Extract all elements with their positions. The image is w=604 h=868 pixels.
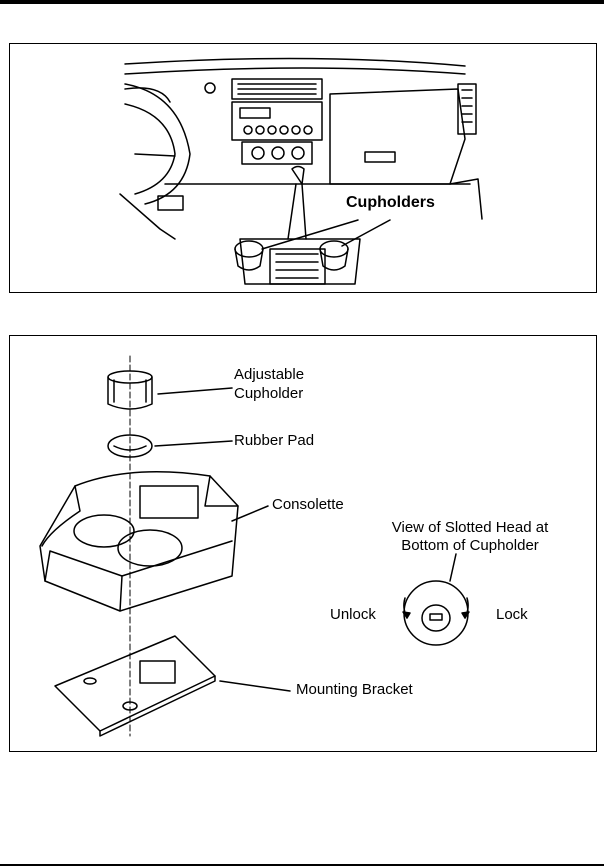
top-rule bbox=[0, 0, 604, 4]
consolette-figure: Adjustable Cupholder Rubber Pad Consolet… bbox=[9, 335, 597, 752]
slotted-head-view-label-line1: View of Slotted Head at bbox=[391, 519, 549, 536]
lock-label: Lock bbox=[496, 606, 528, 623]
left-cupholder bbox=[234, 240, 264, 258]
dashboard-figure: Cupholders bbox=[9, 43, 597, 293]
rubber-pad-label: Rubber Pad bbox=[234, 432, 315, 449]
dashboard-illustration bbox=[119, 57, 483, 285]
adjustable-cupholder-label-line2: Cupholder bbox=[234, 385, 304, 402]
adjustable-cupholder-label-line1: Adjustable bbox=[234, 366, 305, 383]
consolette-label: Consolette bbox=[272, 496, 344, 513]
unlock-label: Unlock bbox=[330, 606, 376, 623]
consolette-illustration bbox=[39, 355, 470, 737]
slotted-head-view-label-line2: Bottom of Cupholder bbox=[401, 537, 539, 554]
bottom-rule bbox=[0, 864, 604, 866]
cupholders-label: Cupholders bbox=[346, 194, 435, 211]
mounting-bracket-label: Mounting Bracket bbox=[296, 681, 413, 698]
